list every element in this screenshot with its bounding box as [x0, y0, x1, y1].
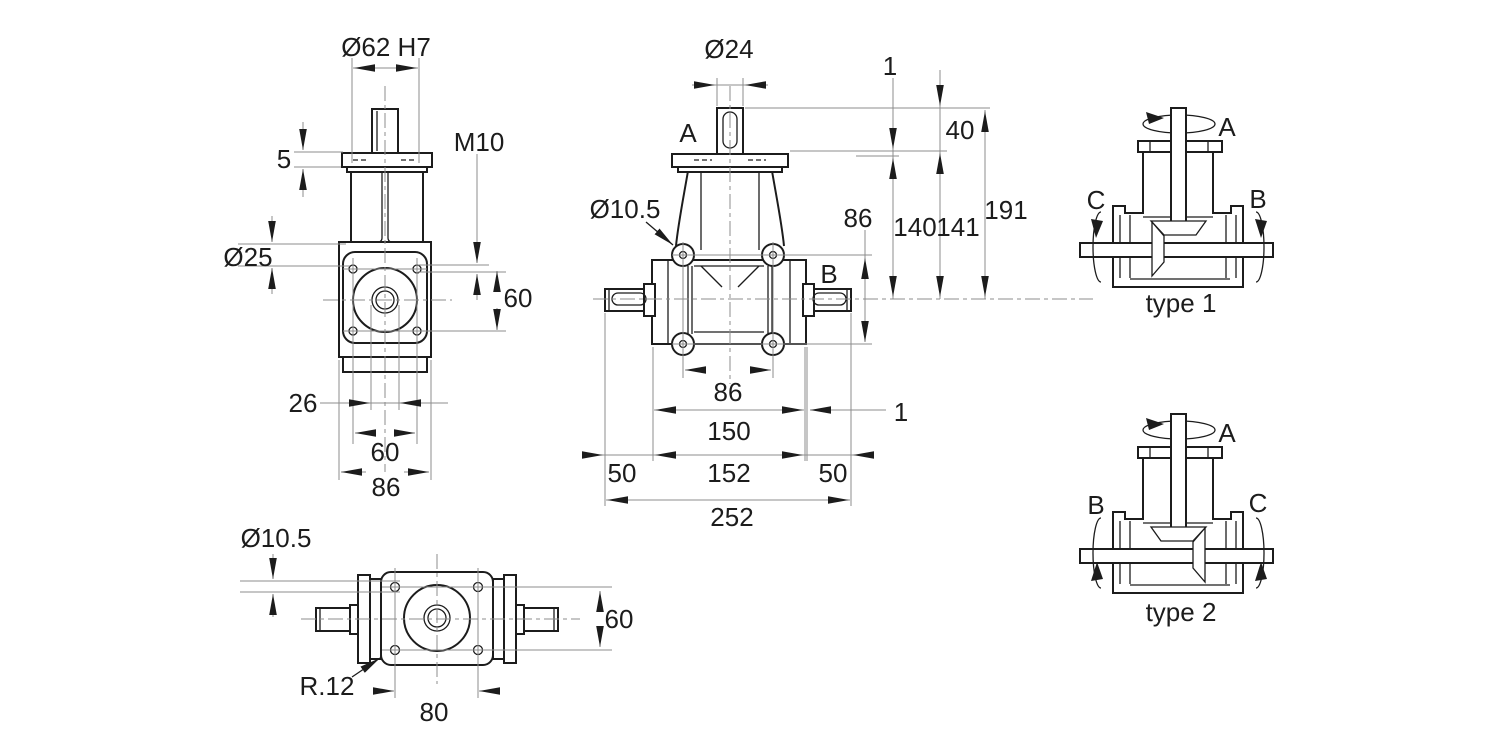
dim-40: 40: [946, 115, 975, 145]
rib-line: [700, 265, 723, 288]
rotation-arrow-b-icon: [1255, 219, 1267, 238]
dim-26: 26: [289, 388, 318, 418]
dim-252: 252: [710, 502, 753, 532]
dim-86-horiz: 86: [714, 377, 743, 407]
rotation-arc-b: [1255, 211, 1265, 283]
dim-141: 141: [936, 212, 979, 242]
neck-outer-right: [771, 170, 785, 247]
horizontal-shaft: [1079, 242, 1274, 258]
label-b-type2: B: [1087, 490, 1104, 520]
neck-outer-left: [675, 170, 689, 247]
label-a-type2: A: [1218, 418, 1236, 448]
gear-housing: [651, 259, 807, 345]
rib-line: [737, 265, 760, 288]
dim-86-vert: 86: [844, 203, 873, 233]
dim-50-right: 50: [819, 458, 848, 488]
dim-r12: R.12: [300, 671, 355, 701]
dim-60-right: 60: [504, 283, 533, 313]
leader-d10-5: [645, 221, 674, 246]
shaft-collar: [643, 283, 656, 317]
dim-m10: M10: [454, 127, 505, 157]
rotation-arc-b: [1092, 517, 1102, 589]
label-a-type1: A: [1218, 112, 1236, 142]
dim-d25: Ø25: [223, 242, 272, 272]
bevel-gear-vertical: [1151, 220, 1165, 278]
dim-152: 152: [707, 458, 750, 488]
dim-86-bottom: 86: [372, 472, 401, 502]
shaft-collar: [802, 283, 815, 317]
dim-60-bottom: 60: [371, 437, 400, 467]
leader-lines: [351, 221, 674, 678]
caption-type1: type 1: [1146, 288, 1217, 318]
dim-d10-5-top: Ø10.5: [241, 523, 312, 553]
dim-80: 80: [420, 697, 449, 727]
rotation-arrow-c-icon: [1091, 219, 1103, 238]
caption-type2: type 2: [1146, 597, 1217, 627]
rotation-arrow-a-icon: [1146, 112, 1164, 124]
vertical-shaft: [1170, 107, 1187, 224]
dim-d62-h7: Ø62 H7: [341, 32, 431, 62]
dimension-lines: [268, 64, 989, 695]
type-2-schematic: [1079, 413, 1274, 594]
dim-50-left: 50: [608, 458, 637, 488]
rotation-arrow-a-icon: [1146, 418, 1164, 430]
dim-191: 191: [984, 195, 1027, 225]
label-a: A: [679, 118, 697, 148]
dim-60-top-view: 60: [605, 604, 634, 634]
dim-d10-5: Ø10.5: [590, 194, 661, 224]
dim-140: 140: [893, 212, 936, 242]
leader-r12: [351, 657, 381, 678]
label-b-type1: B: [1249, 184, 1266, 214]
horizontal-shaft: [1079, 548, 1274, 564]
dim-150: 150: [707, 416, 750, 446]
dim-1-right: 1: [894, 397, 908, 427]
dim-1-top: 1: [883, 51, 897, 81]
bevel-gear-vertical: [1192, 526, 1206, 584]
type-1-schematic: [1079, 107, 1274, 288]
flange-step: [346, 166, 428, 173]
dim-d24: Ø24: [704, 34, 753, 64]
label-c-type2: C: [1249, 488, 1268, 518]
rotation-arrow-c-icon: [1255, 562, 1267, 581]
label-c-type1: C: [1087, 185, 1106, 215]
rotation-arc-c: [1255, 517, 1265, 589]
vertical-shaft: [1170, 413, 1187, 530]
rotation-arrow-b-icon: [1091, 562, 1103, 581]
centerlines: [301, 86, 1093, 684]
rotation-arc-c: [1092, 211, 1102, 283]
label-b: B: [820, 259, 837, 289]
dim-5: 5: [277, 144, 291, 174]
